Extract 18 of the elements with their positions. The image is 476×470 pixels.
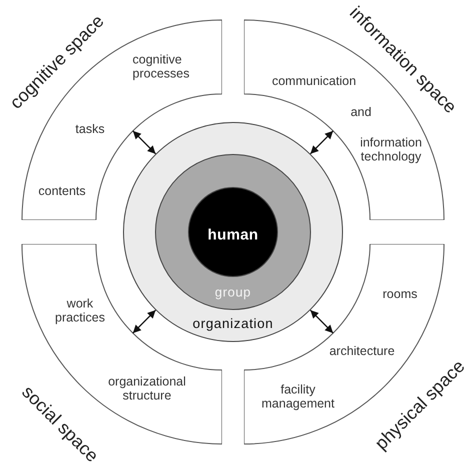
topic-label: work practices [55, 296, 105, 326]
double-arrow [132, 130, 156, 154]
topic-label: cognitive processes [132, 52, 190, 82]
topic-label: tasks [75, 122, 105, 136]
topic-label: information technology [360, 136, 422, 164]
double-arrow [310, 310, 334, 334]
topic-label: organizational structure [108, 374, 186, 404]
double-arrow [310, 130, 334, 154]
topic-label: contents [38, 184, 86, 198]
topic-label: rooms [382, 286, 418, 302]
circle-label: group [214, 286, 252, 300]
double-arrow [132, 310, 156, 334]
circle-label: human [208, 226, 258, 244]
topic-label: architecture [329, 344, 395, 358]
topic-label: facility management [262, 382, 334, 412]
topic-label: and [350, 104, 372, 120]
topic-label: communication [272, 74, 356, 88]
circle-label: organization [192, 316, 274, 332]
